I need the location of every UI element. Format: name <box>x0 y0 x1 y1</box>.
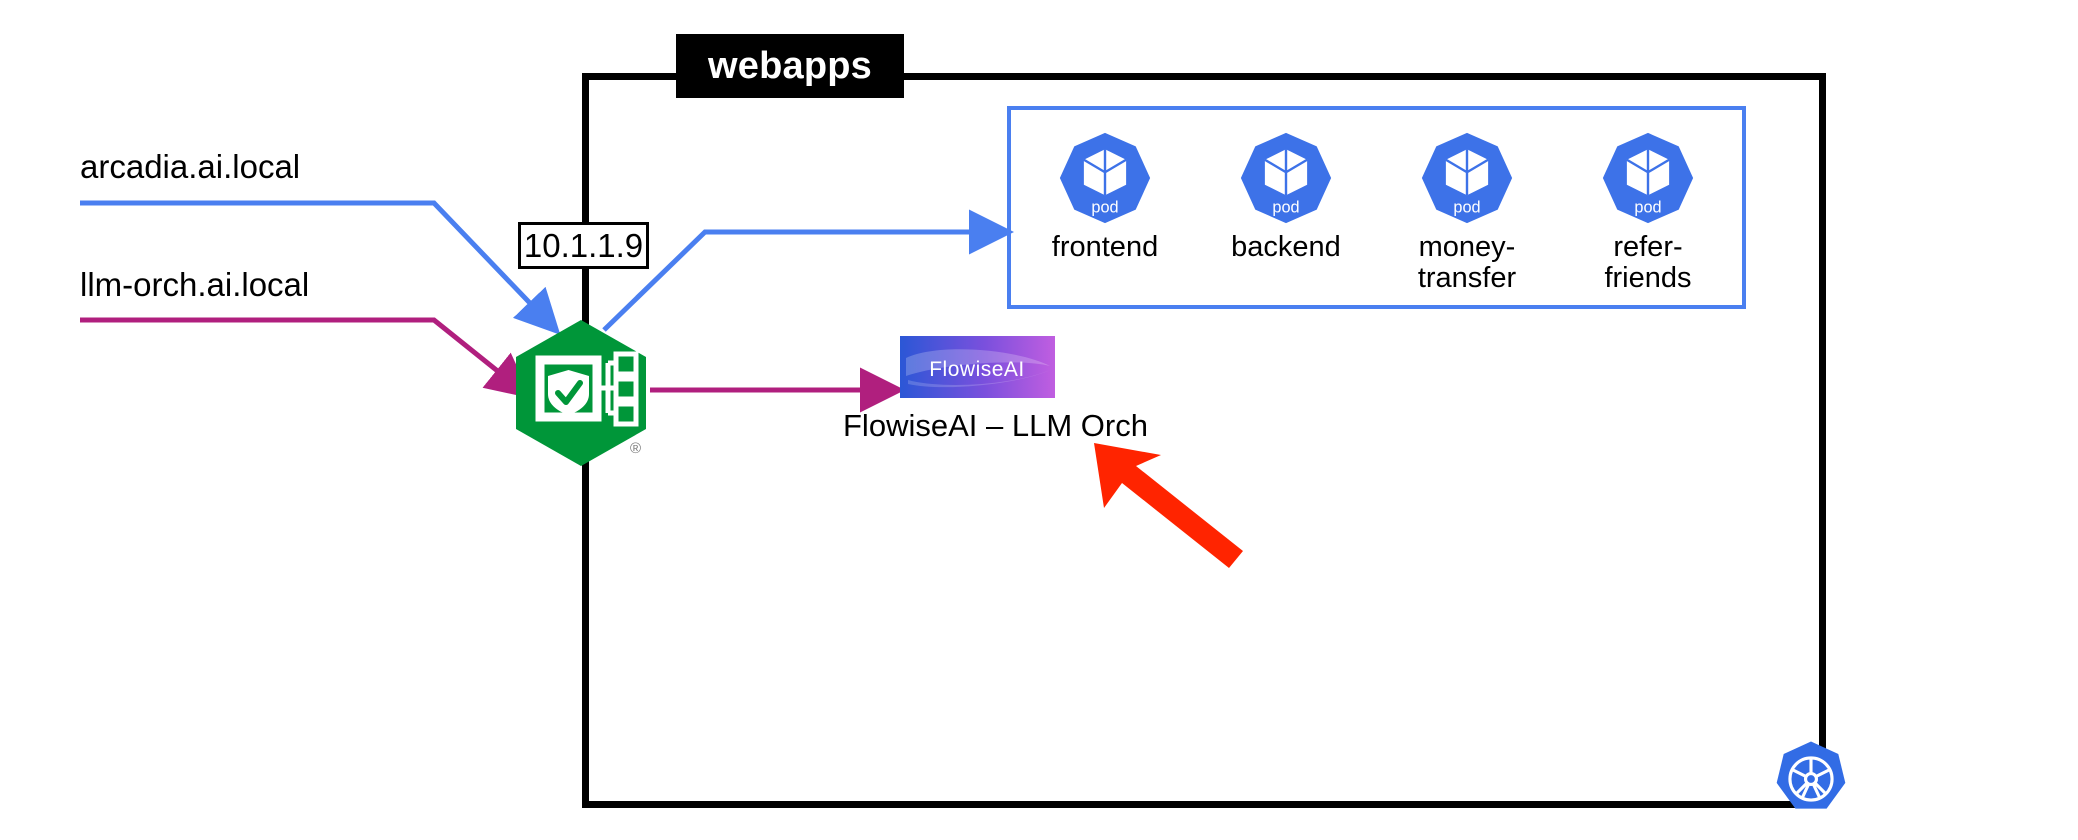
k8s-pod-icon: pod <box>1057 130 1153 226</box>
svg-text:pod: pod <box>1272 199 1299 217</box>
pod-money-transfer[interactable]: pod money-transfer <box>1392 130 1542 294</box>
pod-label: frontend <box>1051 231 1159 263</box>
k8s-pod-icon: pod <box>1238 130 1334 226</box>
k8s-pod-icon: pod <box>1419 130 1515 226</box>
pod-label: refer-friends <box>1604 231 1692 295</box>
cluster-title-text: webapps <box>708 44 872 87</box>
svg-text:FlowiseAI: FlowiseAI <box>929 358 1025 381</box>
pod-refer-friends[interactable]: pod refer-friends <box>1573 130 1723 294</box>
cluster-title-badge: webapps <box>676 34 904 98</box>
svg-text:pod: pod <box>1634 199 1661 217</box>
flowiseai-caption: FlowiseAI – LLM Orch <box>843 408 1148 443</box>
svg-text:pod: pod <box>1453 199 1480 217</box>
flowiseai-logo[interactable]: FlowiseAI <box>900 336 1055 398</box>
ingress-ip-badge: 10.1.1.9 <box>518 222 649 269</box>
link-llmorch-to-ingress <box>80 317 532 399</box>
k8s-pod-icon: pod <box>1600 130 1696 226</box>
ingress-ip-text: 10.1.1.9 <box>523 227 644 264</box>
pod-frontend[interactable]: pod frontend <box>1030 130 1180 263</box>
pod-label: money-transfer <box>1417 231 1517 295</box>
hostname-arcadia: arcadia.ai.local <box>80 148 301 185</box>
pod-label: backend <box>1231 231 1341 263</box>
pods-group-boundary <box>1007 106 1746 309</box>
hostname-llm-orch: llm-orch.ai.local <box>80 266 310 303</box>
pod-backend[interactable]: pod backend <box>1211 130 1361 263</box>
nginx-ingress-icon <box>512 318 650 468</box>
svg-text:pod: pod <box>1091 199 1118 217</box>
link-arcadia-to-ingress <box>80 200 561 335</box>
kubernetes-icon <box>1772 740 1850 818</box>
registered-trademark-mark: ® <box>630 440 642 457</box>
